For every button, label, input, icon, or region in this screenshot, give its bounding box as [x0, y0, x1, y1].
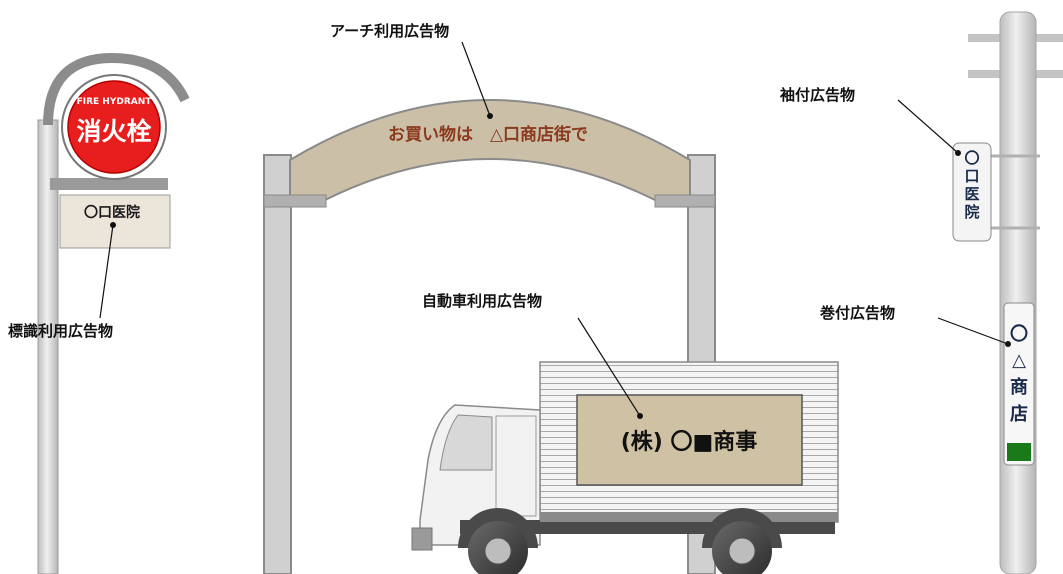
projecting-sign: [952, 142, 992, 242]
sign-pole-hook: [43, 52, 190, 126]
label-projecting: 袖付広告物: [780, 86, 855, 104]
wrapped-sign-char: 店: [1010, 403, 1028, 425]
arch-left-pillar: [263, 154, 292, 574]
leader-line: [577, 317, 641, 417]
hydrant-bracket: [50, 178, 168, 190]
arch-banner-text: お買い物は △口商店街で: [388, 124, 588, 145]
rear-hub: [728, 537, 756, 565]
label-arch: アーチ利用広告物: [330, 22, 449, 40]
truck-window: [439, 414, 493, 471]
truck-bumper: [411, 527, 433, 551]
leader-line: [937, 317, 1009, 345]
utility-pole: [999, 11, 1037, 574]
hydrant-sub-text: FIRE HYDRANT: [77, 97, 153, 107]
hydrant-ad-plate: [59, 194, 171, 249]
arch-band: [289, 99, 691, 201]
label-wrapped: 巻付広告物: [819, 304, 895, 322]
leader-line: [897, 99, 959, 154]
arch-group: お買い物は △口商店街で アーチ利用広告物: [263, 22, 716, 574]
hydrant-main-text: 消火栓: [76, 117, 151, 146]
utility-pole-group: 〇 口 医 院 袖付広告物 〇 △ 商 店 巻付広告物: [780, 11, 1063, 574]
arch-right-cap: [654, 194, 716, 208]
hydrant-sign-group: FIRE HYDRANT 消火栓 〇口医院 標識利用広告物: [8, 52, 190, 574]
hydrant-ad-plate-text: 〇口医院: [84, 204, 140, 221]
wrapped-sign: [1003, 302, 1035, 466]
leader-line: [99, 224, 114, 319]
truck-ad-text: (株) 〇■商事: [621, 429, 758, 455]
projecting-sign-char: 〇: [964, 149, 979, 167]
front-hub: [484, 537, 512, 565]
projecting-sign-char: 口: [964, 167, 979, 185]
wrapped-sign-char: △: [1012, 350, 1026, 371]
projecting-sign-char: 院: [964, 203, 979, 221]
wrapped-sign-green-band: [1007, 443, 1031, 461]
wrapped-sign-char: 〇: [1010, 324, 1028, 345]
wrapped-sign-char: 商: [1010, 376, 1028, 398]
label-sign-pole: 標識利用広告物: [8, 322, 113, 340]
truck-group: (株) 〇■商事 自動車利用広告物: [411, 292, 839, 574]
projecting-sign-char: 医: [964, 185, 979, 203]
truck-chassis-rail: [540, 512, 838, 522]
label-vehicle: 自動車利用広告物: [422, 292, 542, 310]
hydrant-sign: [67, 80, 161, 174]
leader-line: [461, 41, 491, 117]
arch-left-cap: [263, 194, 327, 208]
truck-ad-panel: [576, 394, 803, 486]
